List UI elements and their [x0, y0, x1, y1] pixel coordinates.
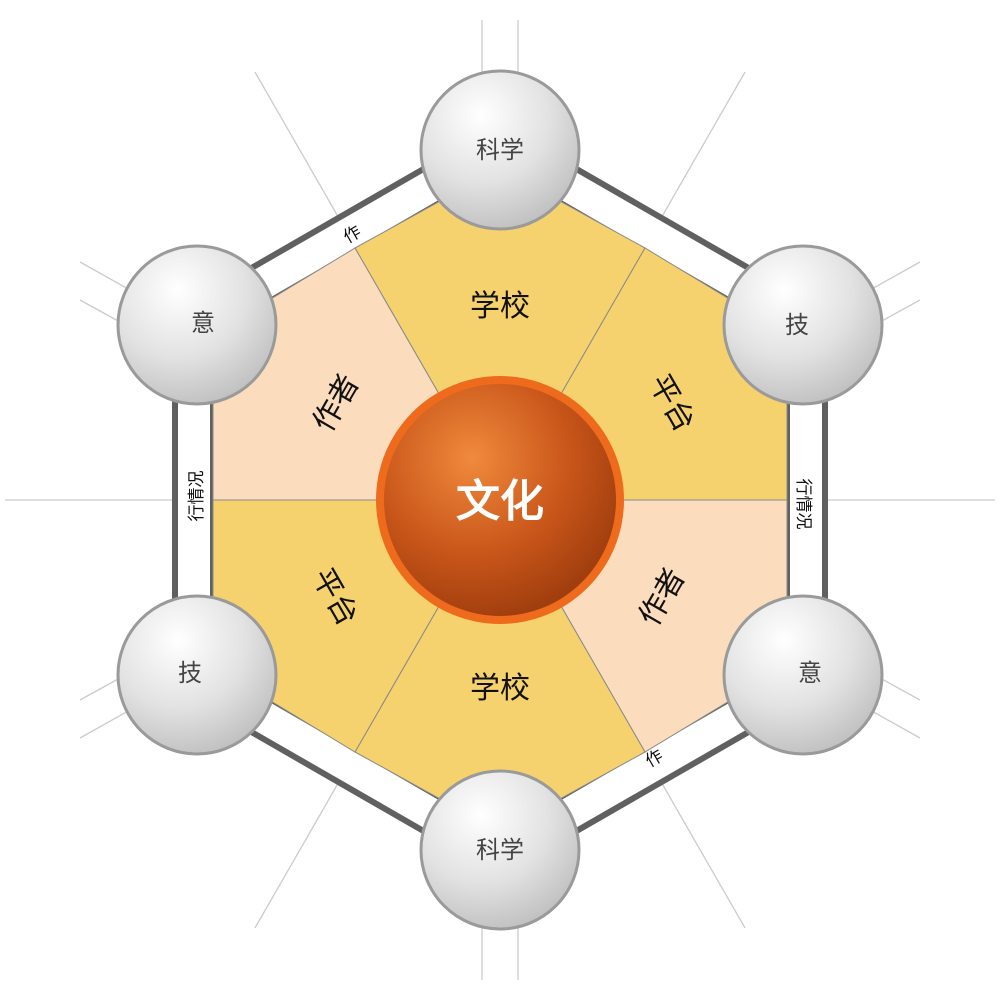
node-upper-right: 技: [722, 244, 884, 406]
ray-line: [79, 261, 131, 291]
node-top: 科学: [419, 69, 581, 231]
node-ball: [419, 769, 581, 931]
ray-line: [79, 299, 121, 323]
ray-line: [659, 71, 746, 221]
node-lower-right: 意: [722, 594, 884, 756]
node-lower-left: 技: [116, 594, 278, 756]
radiating-lines: [5, 20, 995, 980]
center-node: 文化: [376, 376, 624, 624]
center-label: 文化: [456, 476, 544, 527]
ray-line: [869, 709, 921, 739]
segment-label-top: 学校: [470, 289, 530, 324]
edge-label-right: 行情况: [793, 479, 813, 530]
node-ball: [116, 594, 278, 756]
node-label: 科学: [476, 836, 524, 864]
node-label: 技: [178, 659, 202, 687]
ray-line: [879, 299, 921, 323]
node-ball: [419, 69, 581, 231]
node-label: 意: [798, 659, 822, 687]
ray-line: [879, 677, 921, 701]
edge-label-left: 行情况: [187, 471, 207, 522]
node-ball: [116, 244, 278, 406]
ray-line: [659, 779, 746, 929]
node-label: 技: [785, 311, 809, 339]
ray-line: [79, 677, 121, 701]
ray-line: [869, 261, 921, 291]
ray-line: [254, 779, 341, 929]
segment-label-bottom: 学校: [470, 671, 530, 706]
node-label: 意: [191, 309, 215, 337]
node-label: 科学: [476, 136, 524, 164]
node-ball: [722, 594, 884, 756]
node-upper-left: 意: [116, 244, 278, 406]
ray-line: [79, 709, 131, 739]
center-ball: [384, 384, 616, 616]
outer-nodes: 科学 技 意 科学 技 意: [116, 69, 884, 931]
ray-line: [254, 71, 341, 221]
node-ball: [722, 244, 884, 406]
node-bottom: 科学: [419, 769, 581, 931]
